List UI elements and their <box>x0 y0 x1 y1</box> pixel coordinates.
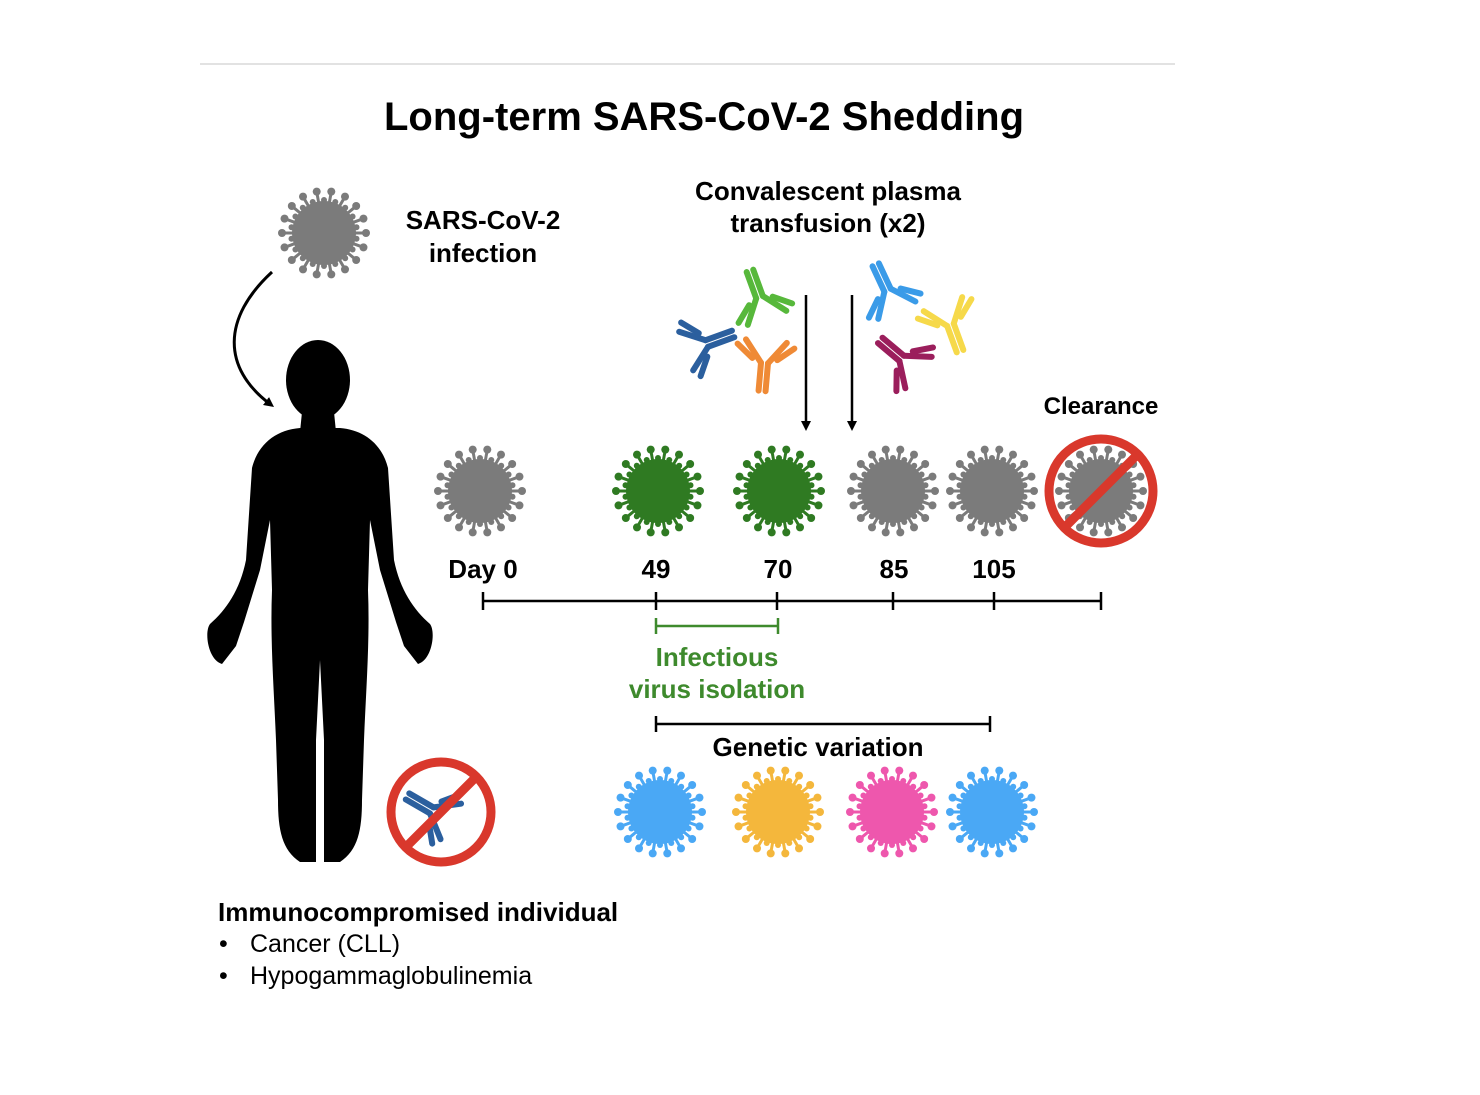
day-label: 70 <box>764 554 793 584</box>
day-label: 49 <box>642 554 671 584</box>
antibody-icon <box>914 294 975 356</box>
isolation-label-line1: Infectious <box>656 642 779 672</box>
variant-virus-icon <box>732 766 824 858</box>
antibody-icon <box>734 336 798 395</box>
timeline-axis <box>481 592 1103 610</box>
prohibition-ring <box>386 757 496 867</box>
cleared-virus-icon <box>1044 434 1158 548</box>
genetic-variation-bracket <box>654 716 992 732</box>
antibody-icon <box>865 260 924 322</box>
virus-icon <box>946 445 1038 537</box>
human-silhouette-icon <box>207 340 433 862</box>
antibody-icon <box>874 334 937 395</box>
plasma-label-line2: transfusion (x2) <box>730 208 925 238</box>
prohibition-slash <box>1061 451 1141 531</box>
diagram-title: Long-term SARS-CoV-2 Shedding <box>384 95 1024 139</box>
prohibition-ring <box>1044 434 1158 548</box>
genetic-variation-label: Genetic variation <box>713 732 924 762</box>
isolation-bracket <box>654 618 780 634</box>
variant-virus-icon <box>846 766 938 858</box>
curved-arrow-icon <box>232 270 274 408</box>
plasma-label-line1: Convalescent plasma <box>695 176 961 206</box>
timeline-virus-group <box>434 445 1038 537</box>
condition-item-hypogammaglobulinemia: Hypogammaglobulinemia <box>250 962 532 990</box>
clearance-label: Clearance <box>1044 393 1159 420</box>
no-antibody-icon <box>386 757 496 867</box>
condition-bullet: • <box>219 930 228 958</box>
virus-icon <box>733 445 825 537</box>
prohibition-slash <box>402 773 480 851</box>
day-label-group: Day 0 49 70 85 105 <box>448 554 1015 584</box>
condition-item-cancer: Cancer (CLL) <box>250 930 400 958</box>
infection-label-line1: SARS-CoV-2 <box>406 205 561 235</box>
source-virus-icon <box>278 187 370 279</box>
virus-icon <box>434 445 526 537</box>
condition-bullet: • <box>219 962 228 990</box>
day-label: 85 <box>880 554 909 584</box>
virus-icon <box>847 445 939 537</box>
antibody-icon <box>676 319 738 380</box>
patient-heading: Immunocompromised individual <box>218 897 618 927</box>
isolation-label-line2: virus isolation <box>629 674 805 704</box>
day-label: Day 0 <box>448 554 517 584</box>
variant-virus-icon <box>614 766 706 858</box>
day-label: 105 <box>972 554 1015 584</box>
virus-icon <box>278 187 370 279</box>
antibody-group <box>676 260 975 395</box>
variant-virus-group <box>614 766 1038 858</box>
antibody-icon <box>735 266 796 328</box>
virus-icon <box>612 445 704 537</box>
variant-virus-icon <box>946 766 1038 858</box>
infection-label-line2: infection <box>429 238 537 268</box>
